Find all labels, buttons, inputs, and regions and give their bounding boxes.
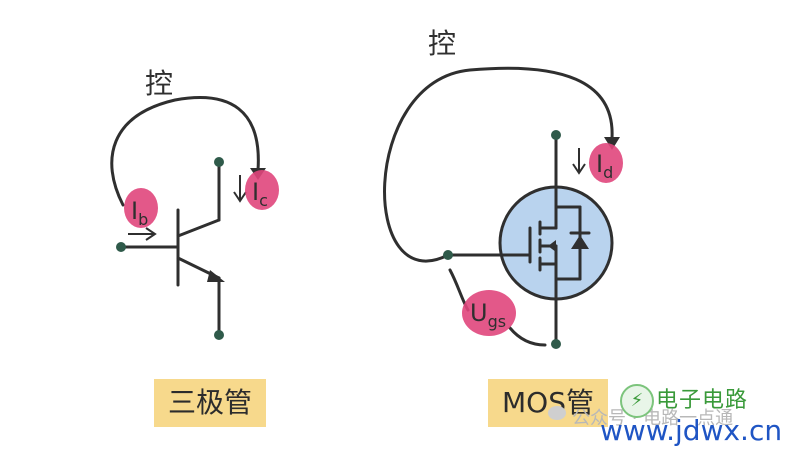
- ugs-label: Ugs: [470, 299, 506, 331]
- bjt-control-label: 控: [145, 67, 173, 100]
- base-current-arrow: [128, 227, 157, 241]
- ugs-bracket-right: [508, 326, 547, 347]
- ib-label: Ib: [131, 197, 148, 229]
- gate-terminal: [443, 250, 453, 260]
- bjt-caption: 三极管: [154, 379, 267, 427]
- collector-current-arrow: [233, 175, 247, 203]
- channel-arrow: [548, 240, 556, 252]
- bjt-control-arc: [110, 96, 260, 207]
- base-terminal: [116, 242, 126, 252]
- mos-arc-arrowhead: [604, 137, 620, 150]
- watermark-faint-text: 公众号 · 电路一点通: [572, 408, 734, 429]
- watermark-brand: 电子电路: [656, 388, 749, 413]
- collector-diagonal: [176, 218, 221, 238]
- watermark-url[interactable]: www.jdwx.cn: [600, 414, 783, 447]
- emitter-arrowhead: [207, 270, 225, 282]
- ic-highlight: [245, 170, 279, 210]
- ib-highlight: [124, 188, 158, 228]
- id-label: Id: [596, 150, 613, 182]
- mos-caption: MOS管: [488, 379, 608, 427]
- drain-current-arrow: [572, 148, 586, 175]
- diode-triangle: [571, 235, 589, 249]
- ugs-highlight: [462, 290, 516, 336]
- ic-label: Ic: [252, 178, 268, 210]
- wechat-icon: [548, 406, 566, 420]
- source-terminal: [551, 339, 561, 349]
- emitter-terminal: [214, 330, 224, 340]
- bjt-symbol: [110, 96, 260, 337]
- drain-terminal: [551, 130, 561, 140]
- circuit-logo-icon: ⚡: [620, 384, 654, 418]
- mos-control-arc: [383, 66, 614, 263]
- id-highlight: [589, 143, 623, 183]
- mos-control-label: 控: [428, 27, 456, 60]
- collector-terminal: [214, 157, 224, 167]
